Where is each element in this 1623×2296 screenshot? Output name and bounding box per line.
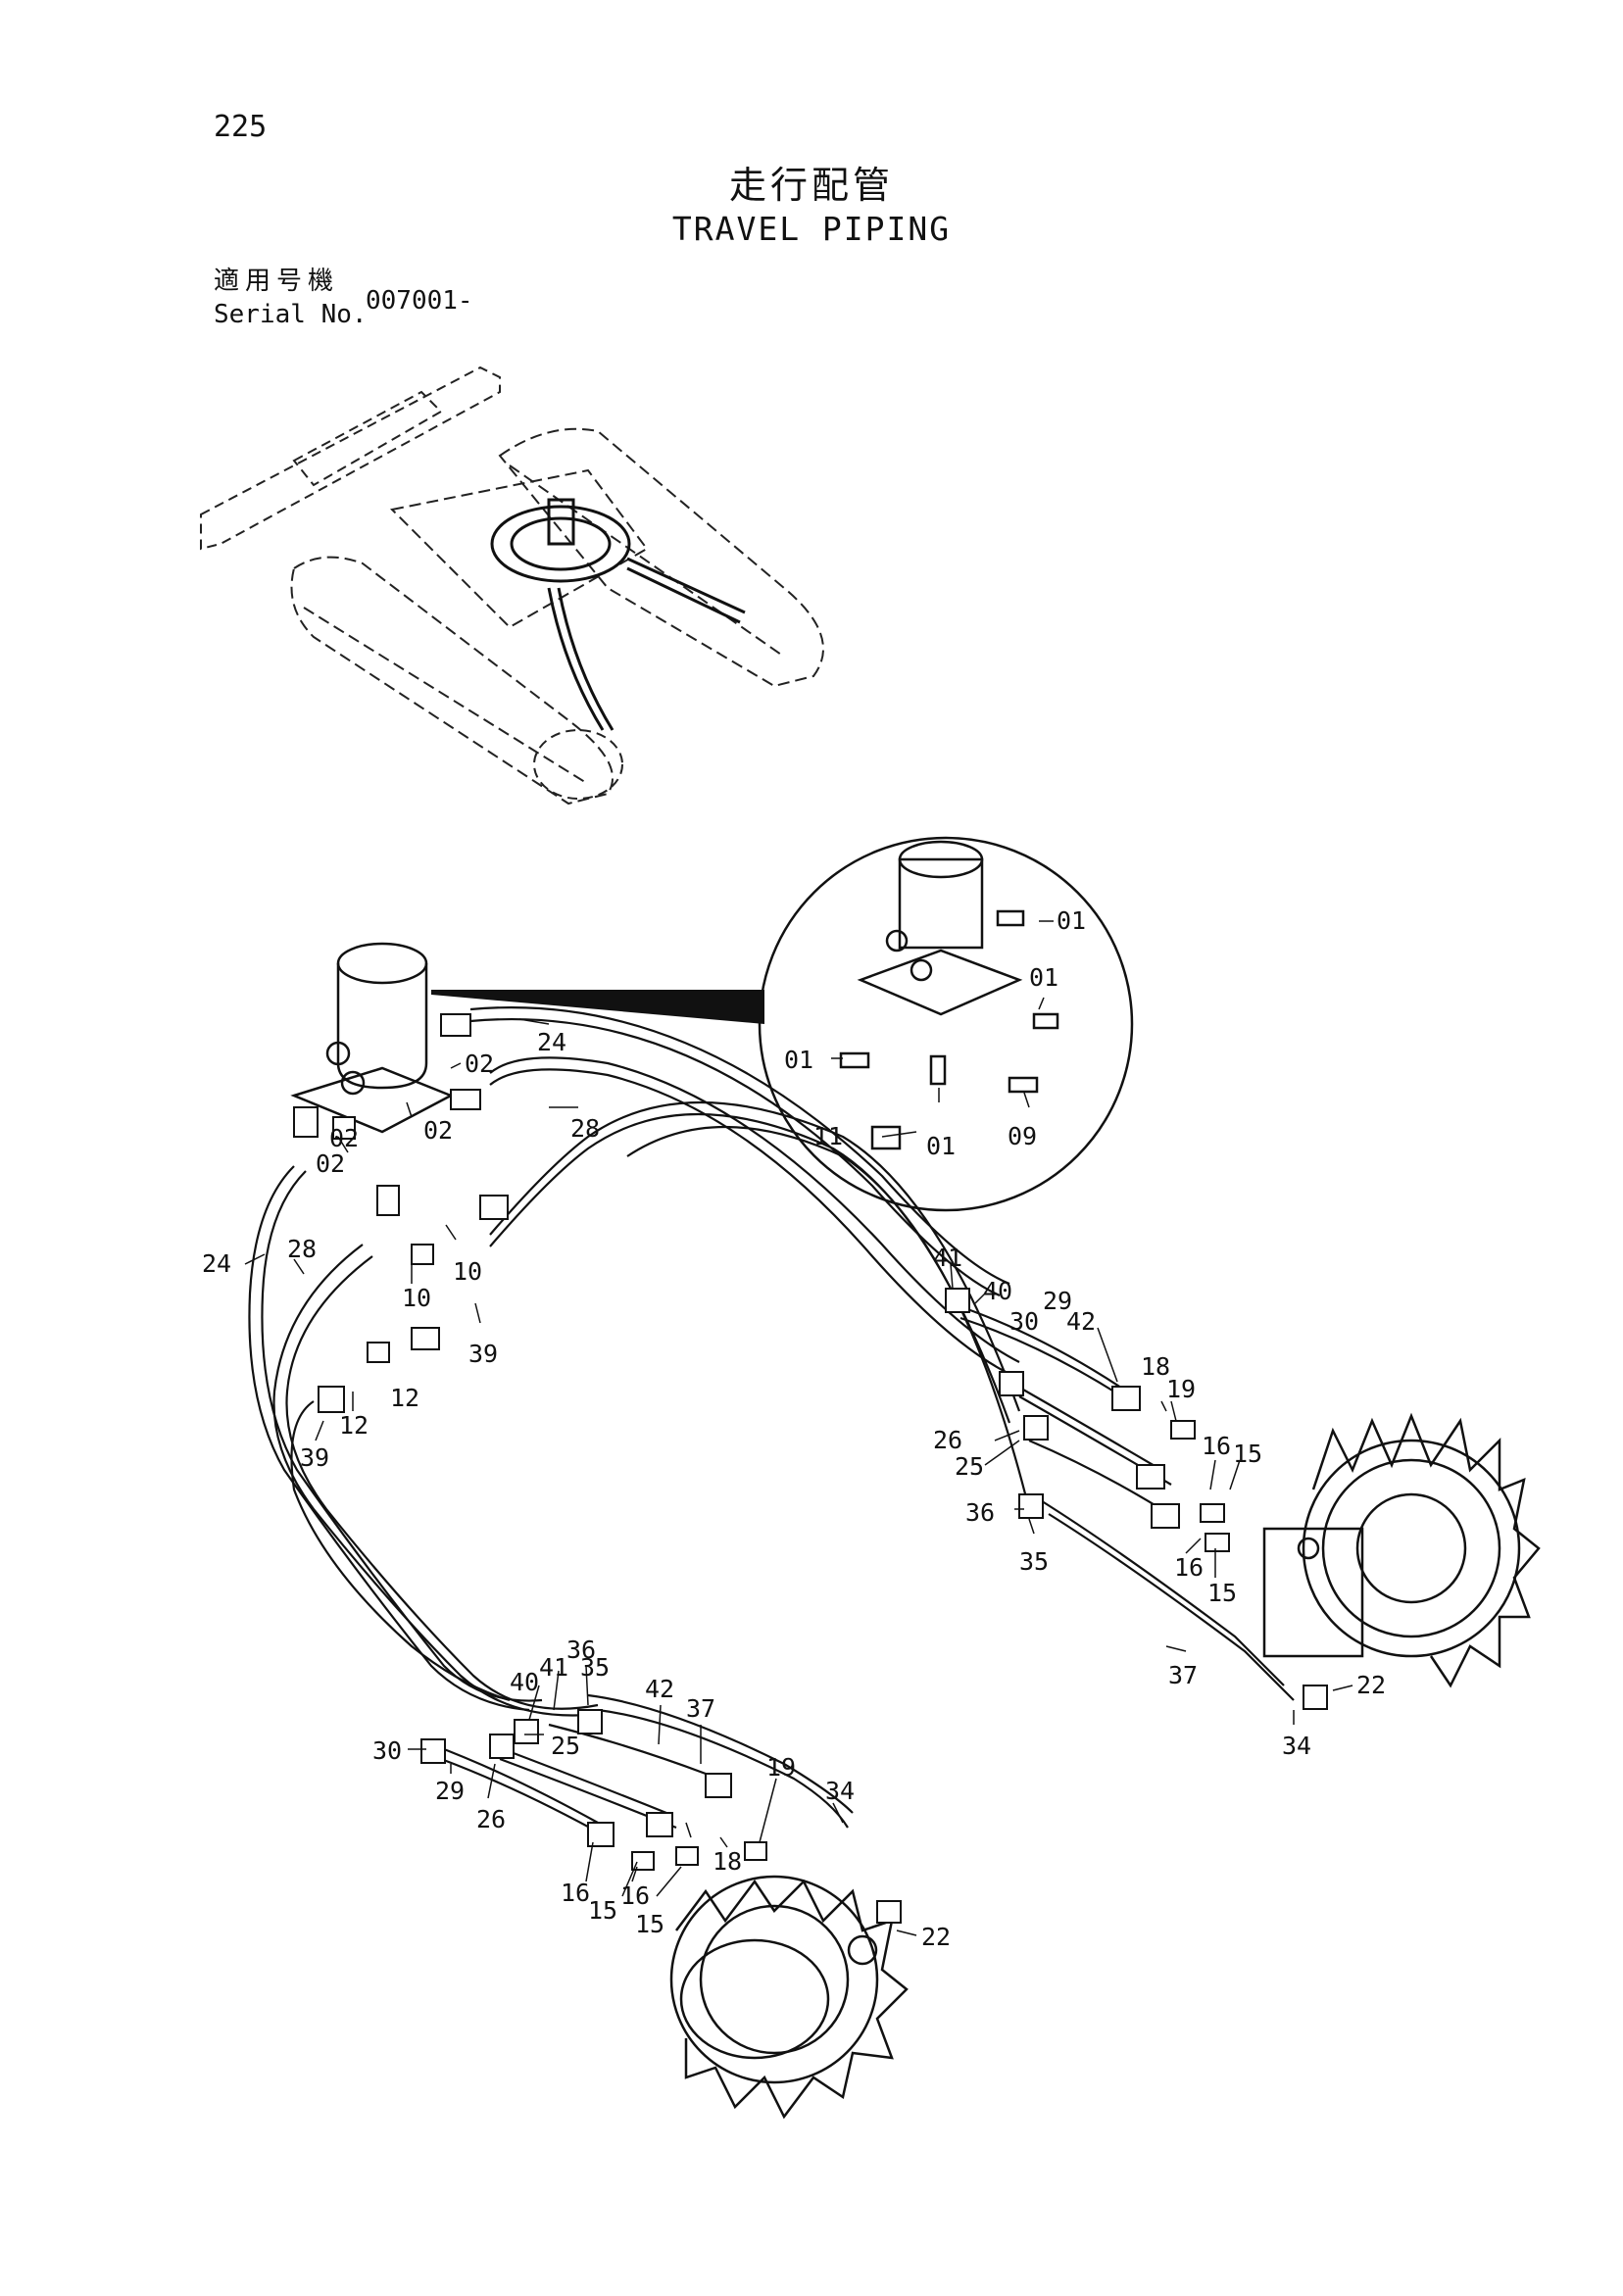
callout-16a-left: 16 bbox=[561, 1879, 590, 1907]
page-number: 225 bbox=[214, 110, 268, 144]
callout-10a: 10 bbox=[453, 1257, 482, 1286]
callout-15b-right: 15 bbox=[1207, 1579, 1237, 1607]
callout-detail-11: 11 bbox=[813, 1122, 843, 1150]
callout-29-left: 29 bbox=[435, 1777, 465, 1805]
callout-28-left: 28 bbox=[287, 1235, 317, 1263]
callout-15b-left: 15 bbox=[635, 1910, 664, 1938]
callout-40-right: 40 bbox=[983, 1277, 1012, 1305]
callout-detail-01a: 01 bbox=[1057, 906, 1086, 935]
callout-detail-01b: 01 bbox=[1029, 963, 1058, 992]
left-travel-motor bbox=[669, 1875, 909, 2120]
callout-02d: 02 bbox=[316, 1149, 345, 1178]
callout-37-left: 37 bbox=[686, 1694, 715, 1723]
callout-25-left: 25 bbox=[551, 1732, 580, 1760]
serial-label-japanese: 適用号機 bbox=[214, 267, 340, 296]
title-english: TRAVEL PIPING bbox=[671, 210, 952, 248]
callout-35-right: 35 bbox=[1019, 1547, 1049, 1576]
serial-label-english: Serial No. bbox=[214, 300, 368, 329]
callout-19-left: 19 bbox=[766, 1753, 796, 1782]
callout-12b: 12 bbox=[339, 1411, 369, 1440]
title-japanese: 走行配管 bbox=[728, 164, 894, 207]
callout-15a-right: 15 bbox=[1233, 1440, 1262, 1468]
callout-26-right: 26 bbox=[933, 1426, 962, 1454]
callout-39-left: 39 bbox=[300, 1443, 329, 1472]
callout-30-left: 30 bbox=[372, 1736, 402, 1765]
callout-40-left: 40 bbox=[510, 1668, 539, 1696]
hose-lines bbox=[248, 1005, 1295, 1838]
callout-26-left: 26 bbox=[476, 1805, 506, 1833]
callout-29-right: 29 bbox=[1043, 1287, 1072, 1315]
callout-28-upper: 28 bbox=[570, 1114, 600, 1143]
callout-detail-01d: 01 bbox=[926, 1132, 956, 1160]
callout-16b-right: 16 bbox=[1174, 1553, 1204, 1582]
callout-12a: 12 bbox=[390, 1384, 419, 1412]
callout-16b-left: 16 bbox=[620, 1881, 650, 1910]
leader-lines bbox=[244, 920, 1353, 1936]
callout-18-left: 18 bbox=[713, 1847, 742, 1876]
callout-10b: 10 bbox=[402, 1284, 431, 1312]
callout-41-left: 41 bbox=[539, 1653, 568, 1682]
fittings bbox=[293, 1013, 1328, 1924]
callout-labels: 01 01 01 11 01 09 02 02 02 02 24 28 24 2… bbox=[202, 906, 1386, 1951]
callout-19-right: 19 bbox=[1166, 1375, 1196, 1403]
callout-detail-09: 09 bbox=[1008, 1122, 1037, 1150]
serial-number-value: 007001- bbox=[366, 286, 473, 316]
callout-detail-01c: 01 bbox=[784, 1046, 813, 1074]
callout-34-right: 34 bbox=[1282, 1732, 1311, 1760]
callout-15a-left: 15 bbox=[588, 1896, 617, 1925]
callout-02a: 02 bbox=[465, 1050, 494, 1078]
callout-02c: 02 bbox=[423, 1116, 453, 1145]
callout-42-left: 42 bbox=[645, 1675, 674, 1703]
callout-30-right: 30 bbox=[1009, 1307, 1039, 1336]
callout-22-left: 22 bbox=[921, 1923, 951, 1951]
right-travel-motor bbox=[1262, 1412, 1541, 1688]
swivel-joint-detail-circle bbox=[431, 836, 1134, 1212]
callout-36-right: 36 bbox=[965, 1498, 995, 1527]
callout-02b: 02 bbox=[329, 1124, 359, 1152]
callout-34-left: 34 bbox=[825, 1777, 855, 1805]
callout-35-left: 35 bbox=[580, 1653, 610, 1682]
callout-42-right: 42 bbox=[1066, 1307, 1096, 1336]
callout-41-right: 41 bbox=[933, 1244, 962, 1272]
callout-22-right: 22 bbox=[1356, 1671, 1386, 1699]
callout-25-right: 25 bbox=[955, 1452, 984, 1481]
machine-overview-illustration bbox=[200, 366, 824, 806]
callout-18-right: 18 bbox=[1141, 1352, 1170, 1381]
center-joint-body bbox=[290, 942, 454, 1134]
callout-39-upper: 39 bbox=[468, 1340, 498, 1368]
callout-37-right: 37 bbox=[1168, 1661, 1198, 1689]
callout-36-left: 36 bbox=[566, 1636, 596, 1664]
callout-24-upper: 24 bbox=[537, 1028, 566, 1056]
callout-24-left: 24 bbox=[202, 1249, 231, 1278]
callout-16a-right: 16 bbox=[1202, 1432, 1231, 1460]
